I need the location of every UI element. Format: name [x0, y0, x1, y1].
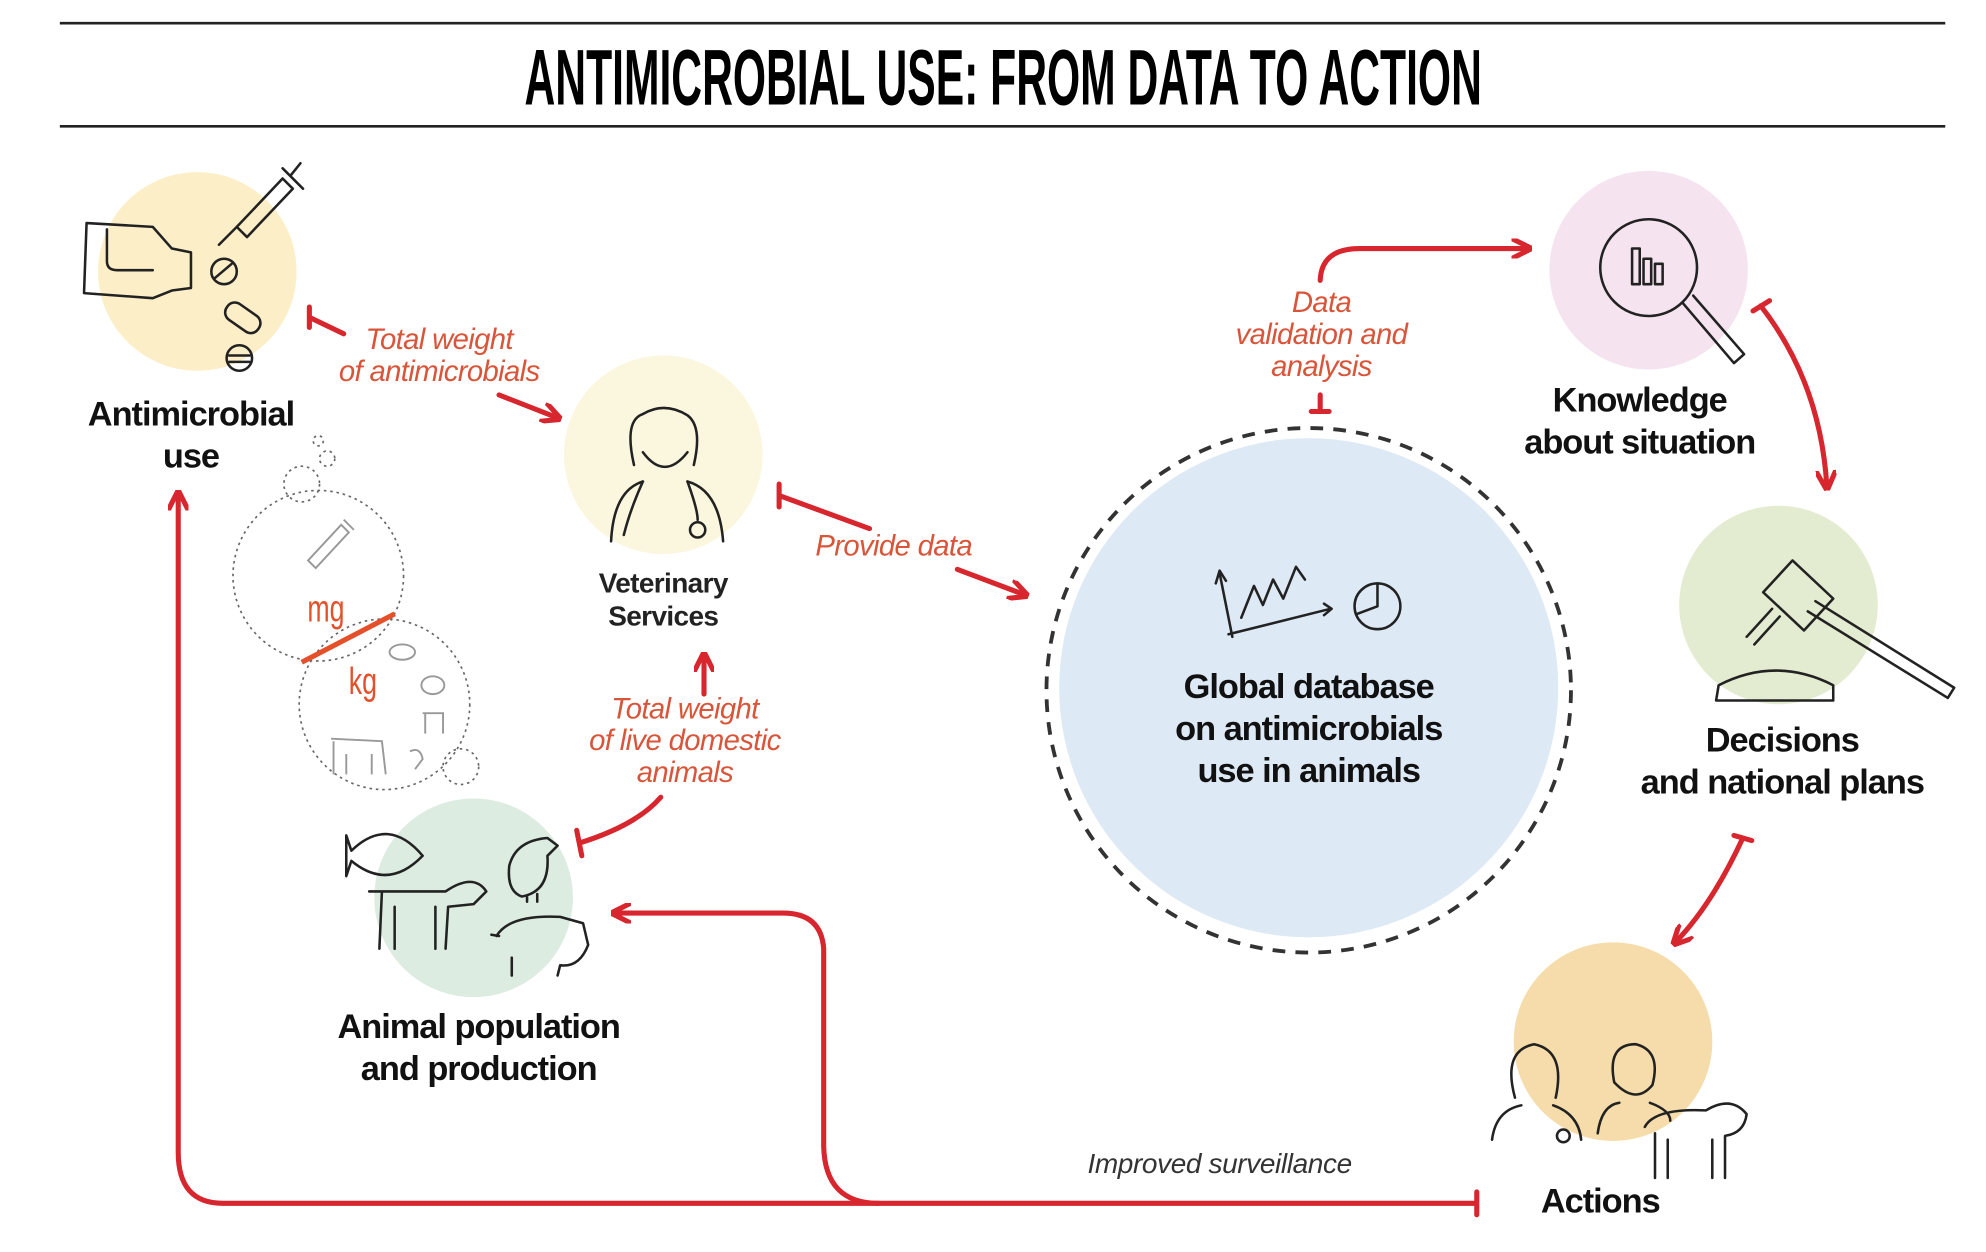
node-label: use — [163, 438, 219, 476]
chart-icon — [1214, 565, 1402, 639]
flow-total-weight-antimicrobials: Total weight of antimicrobials — [306, 304, 557, 418]
dashed-boundary — [1044, 426, 1573, 955]
flow-label: Data — [1292, 286, 1352, 319]
mg-unit: mg — [307, 587, 344, 630]
node-label: on antimicrobials — [1175, 710, 1442, 748]
node-label: about situation — [1524, 423, 1755, 461]
page-title: ANTIMICROBIAL USE: FROM DATA TO ACTION — [525, 34, 1482, 122]
flow-label: of live domestic — [589, 724, 782, 757]
flow-label: of antimicrobials — [339, 355, 541, 388]
node-decisions: Decisions and national plans — [1641, 505, 1956, 801]
node-actions: Actions — [1490, 942, 1748, 1220]
flow-label: Provide data — [815, 529, 972, 562]
flow-improved-surveillance: Improved surveillance — [178, 494, 1480, 1218]
people-sheep-icon — [1490, 1042, 1748, 1180]
node-label: Services — [608, 600, 718, 631]
magnifier-chart-icon — [1598, 217, 1746, 365]
node-antimicrobial-use: Antimicrobial use — [82, 161, 305, 476]
node-label: Veterinary — [599, 567, 729, 598]
flow-label: Total weight — [365, 323, 515, 356]
node-label: use in animals — [1197, 752, 1420, 790]
node-label: Antimicrobial — [88, 395, 294, 433]
node-label: Animal population — [337, 1008, 619, 1046]
veterinarian-icon — [609, 406, 725, 543]
node-label: Knowledge — [1553, 381, 1727, 419]
medicine-bottle-icon — [82, 221, 193, 300]
syringe-icon — [217, 161, 305, 246]
node-label: Decisions — [1706, 721, 1859, 759]
kg-unit: kg — [349, 659, 377, 702]
gavel-icon — [1714, 559, 1956, 702]
flow-knowledge-to-decisions — [1750, 298, 1827, 487]
node-label: Global database — [1184, 668, 1434, 706]
node-animal-population: Animal population and production — [337, 798, 621, 1088]
node-label: and national plans — [1641, 763, 1924, 801]
flow-label: analysis — [1271, 350, 1373, 383]
node-label: Actions — [1541, 1182, 1660, 1220]
flow-label: animals — [637, 756, 734, 789]
flow-label: validation and — [1236, 318, 1410, 351]
mg-per-kg-illustration: mg kg — [232, 434, 480, 791]
small-animals-icon — [330, 643, 446, 775]
flow-provide-data: Provide data — [776, 481, 1025, 595]
flow-decisions-to-actions — [1675, 832, 1755, 942]
node-global-database: Global database on antimicrobials use in… — [1044, 426, 1573, 955]
flow-label: Improved surveillance — [1087, 1148, 1351, 1179]
pills-icon — [210, 257, 262, 373]
node-label: and production — [361, 1050, 597, 1088]
flow-data-validation: Data validation and analysis — [1236, 249, 1528, 415]
node-veterinary-services: Veterinary Services — [563, 355, 763, 631]
flow-label: Total weight — [611, 692, 761, 725]
node-knowledge: Knowledge about situation — [1524, 170, 1756, 461]
livestock-icon — [345, 832, 590, 977]
flow-total-weight-animals: Total weight of live domestic animals — [574, 656, 782, 859]
